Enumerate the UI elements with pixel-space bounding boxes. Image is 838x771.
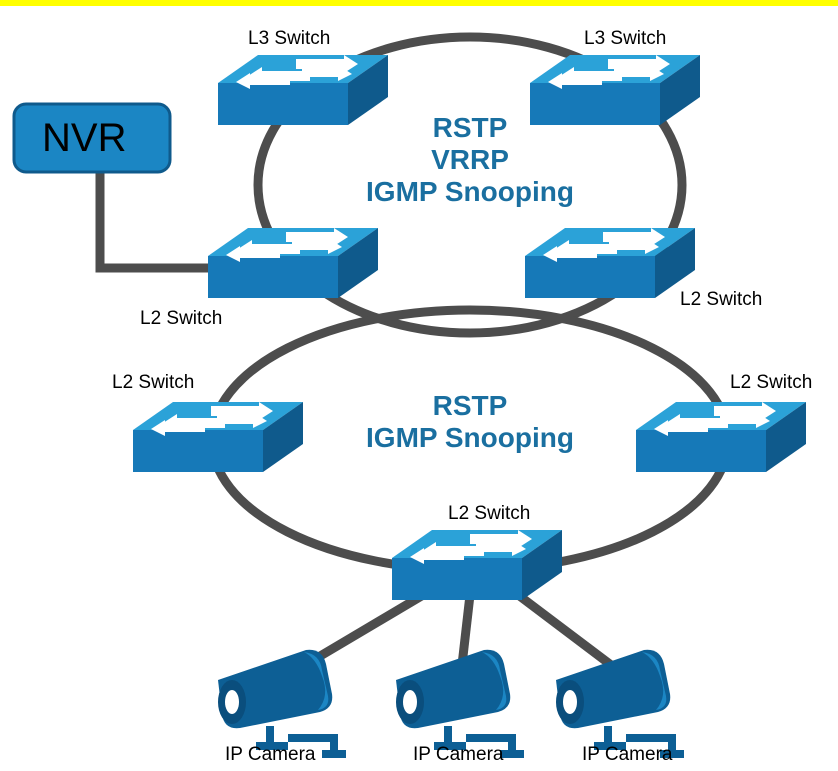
l2-switch-bottom-label: L2 Switch	[448, 503, 531, 524]
l2-switch-mid-right-label: L2 Switch	[680, 289, 763, 310]
ip-camera-icon	[556, 649, 684, 758]
ip-camera-icon	[218, 649, 346, 758]
nvr-label: NVR	[42, 116, 127, 160]
l2-switch-mid-left[interactable]	[208, 228, 378, 298]
l2-switch-low-left-label: L2 Switch	[112, 372, 195, 393]
l2-switch-mid-left-label: L2 Switch	[140, 308, 223, 329]
l3-switch-left-label: L3 Switch	[248, 28, 331, 49]
nvr-box[interactable]	[12, 102, 172, 174]
l2-switch-low-right-label: L2 Switch	[730, 372, 813, 393]
l3-switch-right-label: L3 Switch	[584, 28, 667, 49]
upper-protocol-vrrp: VRRP	[431, 144, 509, 176]
l2-switch-mid-right[interactable]	[525, 228, 695, 298]
l2-switch-low-left[interactable]	[133, 402, 303, 472]
upper-ring	[253, 32, 687, 338]
upper-ring-protocols: RSTP VRRP IGMP Snooping	[352, 112, 588, 209]
ip-camera-icon	[396, 649, 524, 758]
ip-camera-label: IP Camera	[582, 744, 673, 765]
lower-protocol-rstp: RSTP	[432, 390, 508, 421]
ip-camera-label: IP Camera	[413, 744, 504, 765]
l2-switch-low-right[interactable]	[636, 402, 806, 472]
nvr-link	[95, 172, 225, 273]
lower-ring-protocols: RSTP IGMP Snooping	[352, 390, 588, 454]
l2-switch-bottom[interactable]	[392, 530, 562, 600]
ip-camera-label: IP Camera	[225, 744, 316, 765]
upper-protocol-rstp: RSTP	[432, 112, 508, 143]
upper-protocol-igmp: IGMP Snooping	[366, 176, 574, 208]
top-highlight-bar	[0, 0, 838, 6]
lower-protocol-igmp: IGMP Snooping	[366, 422, 574, 454]
